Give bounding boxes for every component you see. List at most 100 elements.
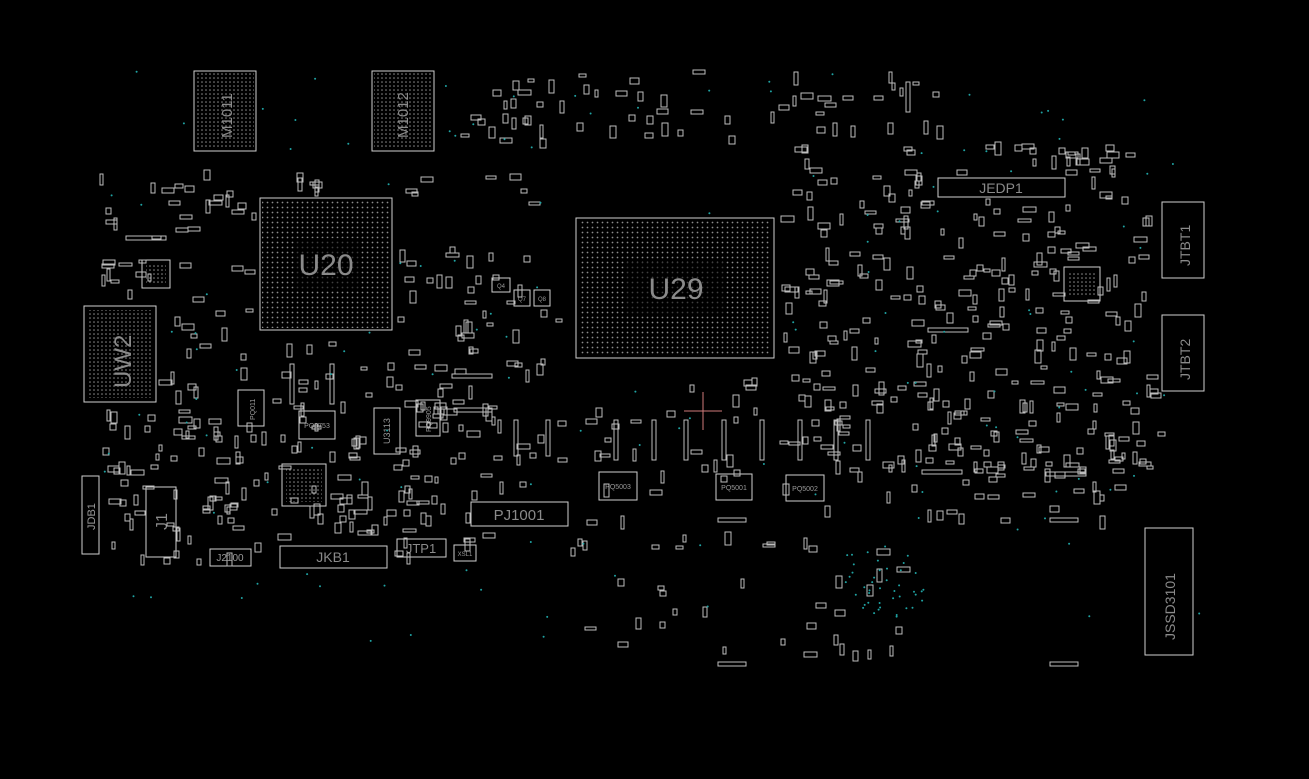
- passive-pad: [509, 173, 522, 181]
- connector-pj1001[interactable]: PJ1001: [470, 501, 569, 527]
- passive-pad: [1001, 257, 1006, 272]
- passive-pad: [1053, 386, 1066, 394]
- passive-pad: [1079, 466, 1087, 474]
- connector-jkb1[interactable]: JKB1: [279, 545, 388, 569]
- passive-pad: [991, 269, 1001, 277]
- passive-pad: [762, 543, 776, 548]
- passive-pad: [778, 104, 790, 111]
- connector-j1[interactable]: J1: [145, 486, 177, 558]
- passive-pad: [976, 264, 984, 272]
- via: [387, 183, 390, 186]
- passive-pad: [179, 214, 193, 220]
- via: [465, 569, 468, 572]
- via-field: [103, 70, 1201, 642]
- via: [873, 576, 876, 579]
- passive-pad: [224, 504, 231, 513]
- via: [943, 330, 946, 333]
- passive-pad: [245, 308, 254, 313]
- passive-pad: [449, 246, 456, 254]
- connector-jdb1[interactable]: JDB1: [81, 475, 100, 555]
- passive-pad: [995, 473, 1006, 478]
- component-q4[interactable]: Q4: [491, 277, 511, 293]
- passive-pad: [1138, 254, 1150, 260]
- label-jtbt2: JTBT2: [1177, 339, 1193, 380]
- passive-pad: [570, 547, 576, 557]
- component-uw2[interactable]: UW2: [83, 305, 157, 403]
- passive-pad: [726, 454, 734, 468]
- inductor-pad: [797, 419, 803, 461]
- component-q8[interactable]: Q8: [533, 289, 551, 307]
- passive-pad: [317, 513, 324, 525]
- passive-pad: [1063, 328, 1072, 334]
- component-pq011[interactable]: PQ011: [237, 389, 265, 427]
- passive-pad: [1113, 274, 1118, 288]
- passive-pad: [993, 231, 1006, 237]
- connector-jssd3101[interactable]: JSSD3101: [1144, 527, 1194, 656]
- passive-pad: [827, 335, 837, 342]
- component-m1012[interactable]: M1012: [371, 70, 435, 152]
- passive-pad: [835, 460, 841, 475]
- via: [898, 584, 901, 587]
- passive-pad: [906, 149, 916, 156]
- passive-pad: [933, 388, 940, 402]
- passive-pad: [155, 453, 160, 461]
- passive-pad: [1065, 462, 1080, 468]
- passive-pad: [1089, 168, 1101, 173]
- via: [503, 138, 506, 141]
- passive-pad: [226, 552, 233, 567]
- passive-pad: [961, 355, 968, 364]
- passive-pad: [105, 207, 112, 215]
- component-pq5003[interactable]: PQ5003: [598, 471, 638, 501]
- passive-pad: [172, 526, 180, 532]
- passive-pad: [337, 504, 345, 513]
- passive-pad: [1047, 231, 1056, 238]
- connector-jedp1[interactable]: JEDP1: [937, 177, 1066, 198]
- connector-jtp1[interactable]: JTP1: [396, 538, 447, 558]
- passive-pad: [465, 321, 473, 334]
- component-u29[interactable]: U29: [575, 217, 775, 359]
- passive-pad: [465, 512, 471, 524]
- via: [311, 446, 314, 449]
- via: [963, 149, 966, 152]
- passive-pad: [1136, 440, 1146, 447]
- connector-jtbt2[interactable]: JTBT2: [1161, 314, 1205, 392]
- component-u20[interactable]: U20: [259, 197, 393, 331]
- passive-pad: [969, 269, 977, 277]
- connector-j2100[interactable]: J2100: [209, 548, 252, 567]
- passive-pad: [231, 209, 245, 215]
- passive-pad: [235, 451, 241, 465]
- passive-pad: [460, 133, 470, 138]
- passive-pad: [1022, 233, 1030, 242]
- passive-pad: [193, 418, 201, 429]
- passive-pad: [644, 132, 654, 139]
- via: [103, 470, 106, 473]
- passive-pad: [942, 400, 950, 408]
- via: [878, 602, 881, 604]
- via: [921, 491, 924, 493]
- via: [358, 478, 361, 481]
- via: [1070, 370, 1073, 373]
- passive-pad: [399, 249, 406, 263]
- passive-pad: [536, 101, 544, 108]
- passive-pad: [1118, 436, 1130, 442]
- passive-pad: [875, 227, 883, 235]
- via: [921, 599, 924, 602]
- passive-pad: [226, 190, 234, 198]
- inductor-pad: [545, 419, 551, 457]
- connector-jtbt1[interactable]: JTBT1: [1161, 201, 1205, 279]
- passive-pad: [635, 617, 642, 630]
- component-m1011[interactable]: M1011: [193, 70, 257, 152]
- passive-pad: [1132, 451, 1138, 465]
- component-qfn-right[interactable]: [1063, 266, 1101, 302]
- via: [848, 575, 851, 578]
- via: [879, 587, 881, 590]
- component-pq5002[interactable]: PQ5002: [785, 474, 825, 502]
- passive-pad: [982, 332, 992, 340]
- passive-pad: [348, 452, 358, 459]
- component-ec-qfn[interactable]: [281, 463, 327, 507]
- passive-pad: [702, 606, 708, 618]
- passive-pad: [843, 330, 848, 341]
- passive-pad: [1065, 316, 1073, 324]
- via: [688, 417, 691, 420]
